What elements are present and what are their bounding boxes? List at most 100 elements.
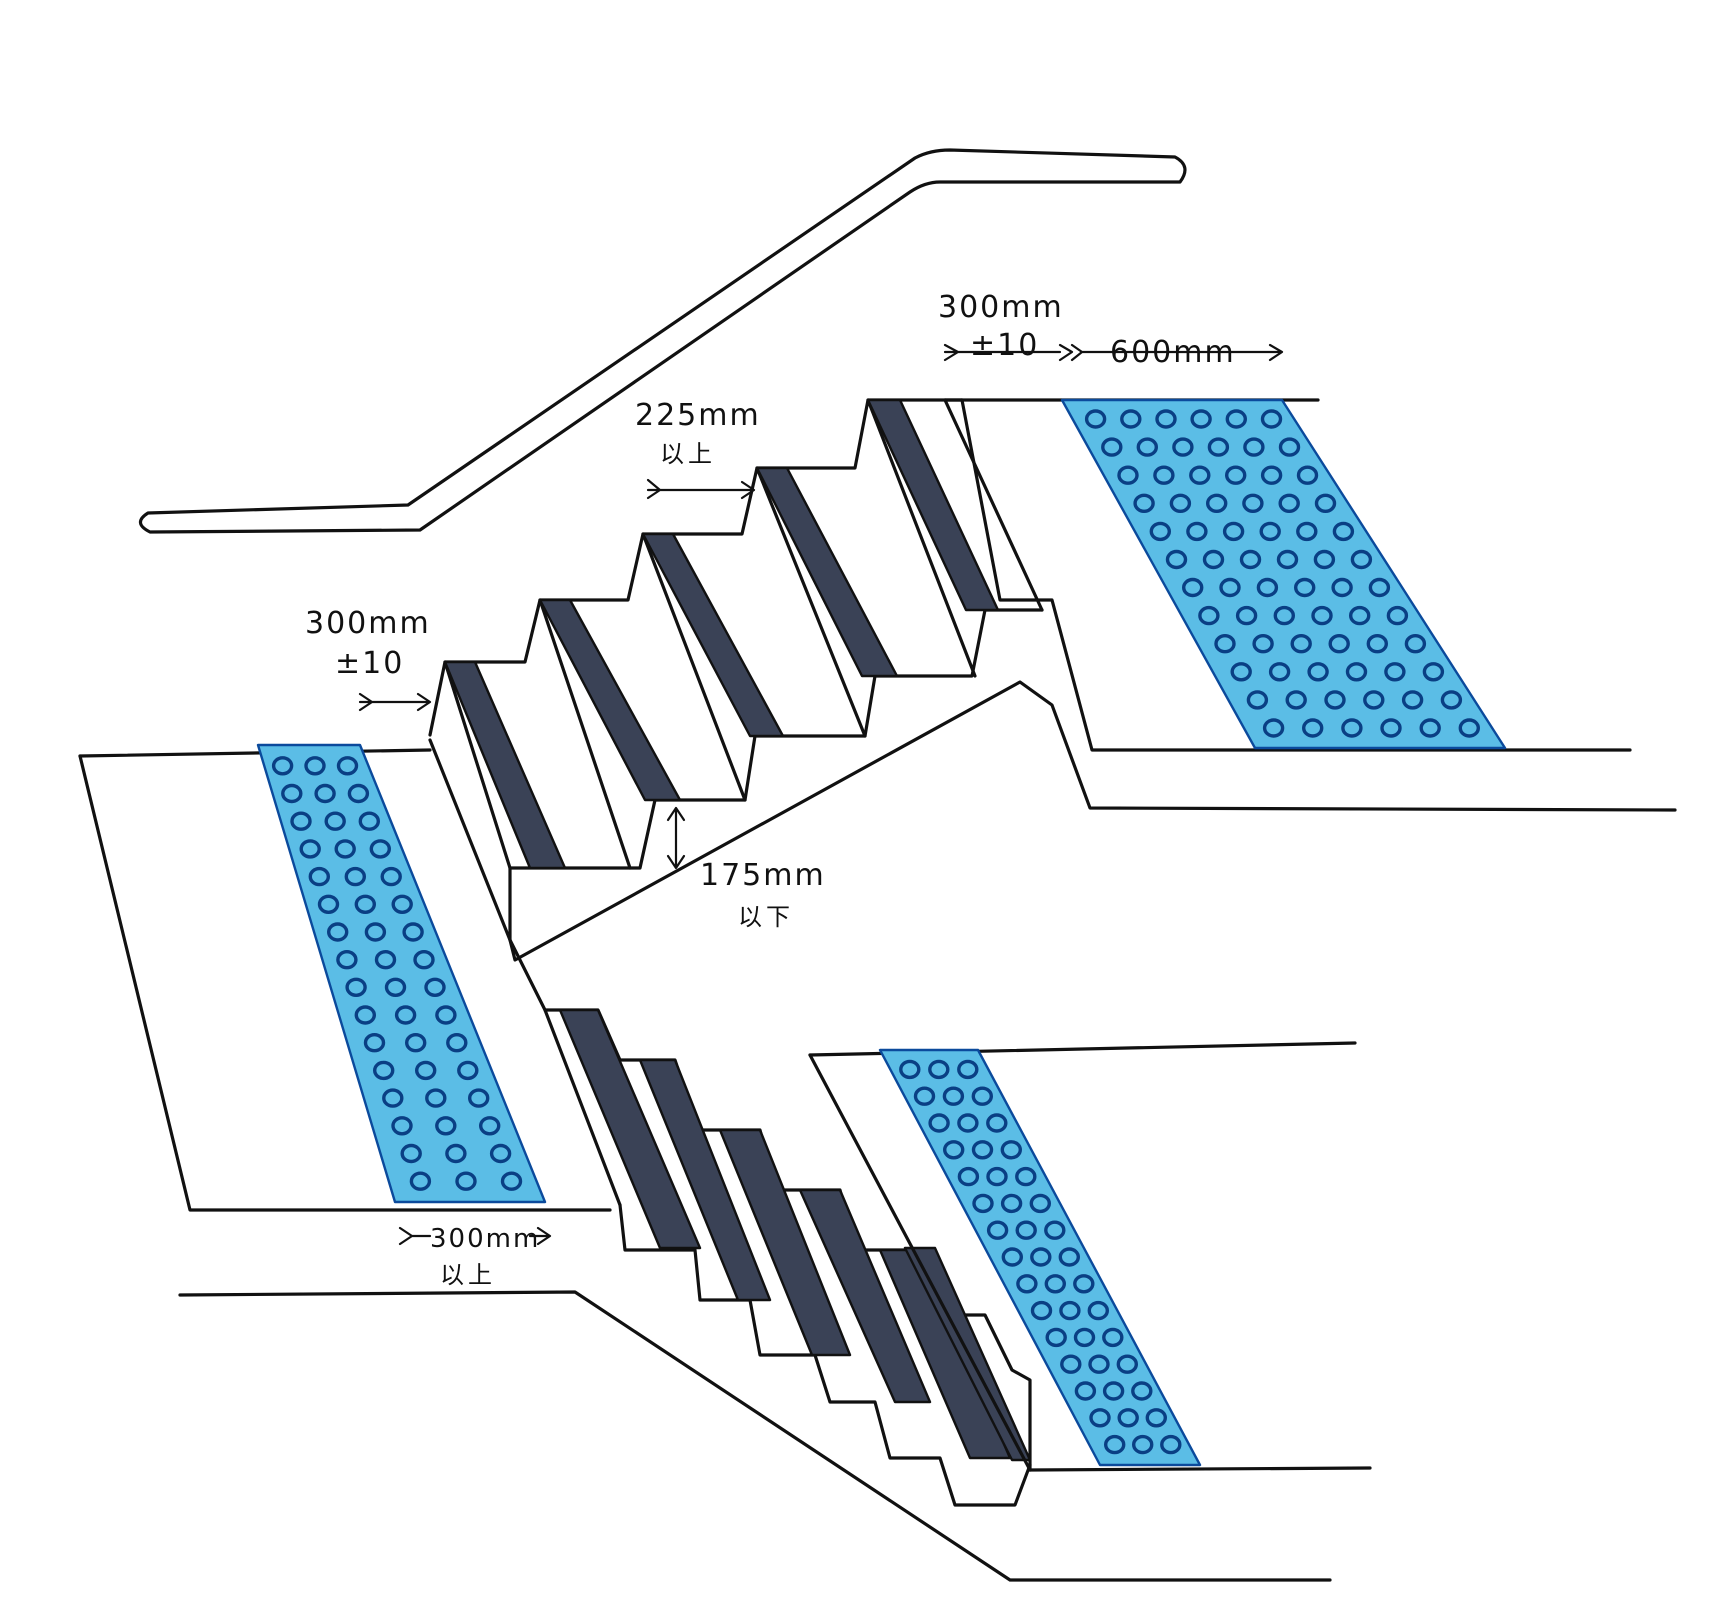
- tactile-dot: [336, 950, 358, 970]
- tactile-dot: [1380, 718, 1402, 738]
- tactile-dot: [382, 1088, 404, 1108]
- tactile-dot: [1296, 521, 1318, 542]
- tactile-dot: [344, 866, 366, 887]
- tactile-dot: [971, 1140, 994, 1160]
- tactile-dot: [1314, 493, 1337, 513]
- tactile-dot: [1190, 409, 1212, 429]
- tactile-dot: [1332, 521, 1355, 542]
- tactile-dot: [1205, 493, 1228, 513]
- nosing-strip: [755, 466, 899, 678]
- lower-landing: [808, 1041, 1357, 1472]
- dim-landing-block: 300mm 以上: [398, 1224, 552, 1289]
- tactile-dot: [1363, 690, 1385, 710]
- tactile-dot: [1268, 662, 1291, 682]
- tactile-dot: [1285, 690, 1307, 710]
- tactile-dot: [942, 1086, 965, 1106]
- tactile-dot: [1103, 1434, 1126, 1455]
- tactile-dot: [1225, 409, 1248, 429]
- tactile-dot: [1422, 662, 1445, 682]
- tactile-dot: [1160, 1434, 1182, 1455]
- dim-top-right-offset-value: 300mm: [938, 290, 1064, 325]
- tactile-dot: [971, 1086, 993, 1106]
- tactile-dot: [1276, 549, 1299, 570]
- tactile-dot: [1235, 605, 1258, 626]
- tactile-dot: [1000, 1193, 1023, 1214]
- nosing-strip: [798, 1188, 932, 1404]
- tactile-dot: [1260, 409, 1283, 429]
- tactile-dot: [327, 922, 349, 942]
- tactile-dot: [1350, 549, 1373, 570]
- tactile-dot: [373, 1060, 395, 1081]
- tactile-dot: [1136, 437, 1159, 457]
- tactile-dot: [1145, 1408, 1168, 1428]
- tactile-dot: [1120, 409, 1142, 429]
- tactile-dot: [1074, 1381, 1097, 1401]
- tactile-dots-left: [271, 756, 523, 1191]
- tactile-dot: [358, 811, 380, 831]
- tactile-dot: [402, 922, 424, 942]
- nosing-strip: [638, 1058, 772, 1302]
- tactile-dot: [1131, 1434, 1154, 1455]
- tactile-dot: [1246, 690, 1269, 710]
- tactile-dot: [1311, 605, 1333, 626]
- tactile-dot: [1341, 718, 1363, 738]
- dim-tread-depth-qualifier: 以上: [660, 440, 716, 468]
- tactile-dot: [986, 1166, 1008, 1187]
- tactile-dot: [424, 977, 446, 997]
- tactile-dot: [1030, 1300, 1053, 1321]
- tactile-dot: [1243, 437, 1265, 457]
- tactile-dot: [972, 1193, 994, 1214]
- dim-top-left: 300mm ±10: [305, 606, 432, 712]
- tactile-dot: [1313, 549, 1336, 570]
- tactile-dot: [324, 811, 346, 831]
- tactile-dot: [1331, 577, 1353, 598]
- nosing-strip: [866, 398, 1000, 612]
- upper-landing: [943, 398, 1507, 750]
- tactile-dot: [1242, 493, 1264, 513]
- tactile-dot: [400, 1143, 422, 1164]
- tactile-dot: [363, 1032, 386, 1053]
- tactile-dot: [1131, 1381, 1153, 1401]
- tactile-dot: [1181, 577, 1204, 598]
- tactile-dot: [1101, 437, 1123, 457]
- handrail: [138, 148, 1187, 534]
- tactile-dot: [380, 866, 402, 887]
- tactile-dot: [1296, 465, 1319, 485]
- tactile-dot: [899, 1059, 921, 1080]
- tactile-dot: [425, 1088, 447, 1108]
- middle-landing: [78, 738, 622, 1212]
- tactile-dot: [1030, 1247, 1052, 1267]
- tactile-dot: [1015, 1166, 1037, 1187]
- tactile-dot: [1102, 1327, 1124, 1348]
- tactile-dot: [1230, 662, 1252, 682]
- tactile-dot: [928, 1059, 950, 1080]
- tactile-dot: [354, 1005, 376, 1025]
- tactile-dot: [957, 1059, 979, 1080]
- lower-flight: [178, 1008, 1372, 1582]
- tactile-dot: [479, 1116, 501, 1136]
- tactile-dot: [1198, 605, 1220, 626]
- tactile-dot: [1001, 1247, 1023, 1267]
- tactile-dot: [281, 783, 303, 804]
- tactile-dot: [345, 977, 367, 997]
- tactile-dot: [1202, 549, 1225, 570]
- tactile-dot: [986, 1220, 1009, 1240]
- tactile-dot: [1207, 437, 1230, 457]
- tactile-dot: [1155, 409, 1177, 429]
- nosing-strip: [538, 598, 682, 802]
- tactile-dot: [336, 756, 359, 776]
- tactile-dot: [1278, 493, 1300, 513]
- nosing-strip: [443, 660, 567, 870]
- dim-riser-height: 175mm 以下: [666, 806, 824, 931]
- tactile-dot: [1088, 1354, 1110, 1374]
- tactile-dot: [1016, 1274, 1038, 1294]
- tactile-dot: [1386, 605, 1409, 626]
- tactile-dot: [314, 783, 336, 804]
- tactile-dot: [1084, 409, 1107, 429]
- tactile-dot: [347, 783, 370, 804]
- tactile-dot: [1259, 521, 1281, 542]
- tactile-dot: [1222, 521, 1245, 542]
- tactile-dot: [1169, 493, 1192, 513]
- tactile-dot: [1058, 1247, 1081, 1267]
